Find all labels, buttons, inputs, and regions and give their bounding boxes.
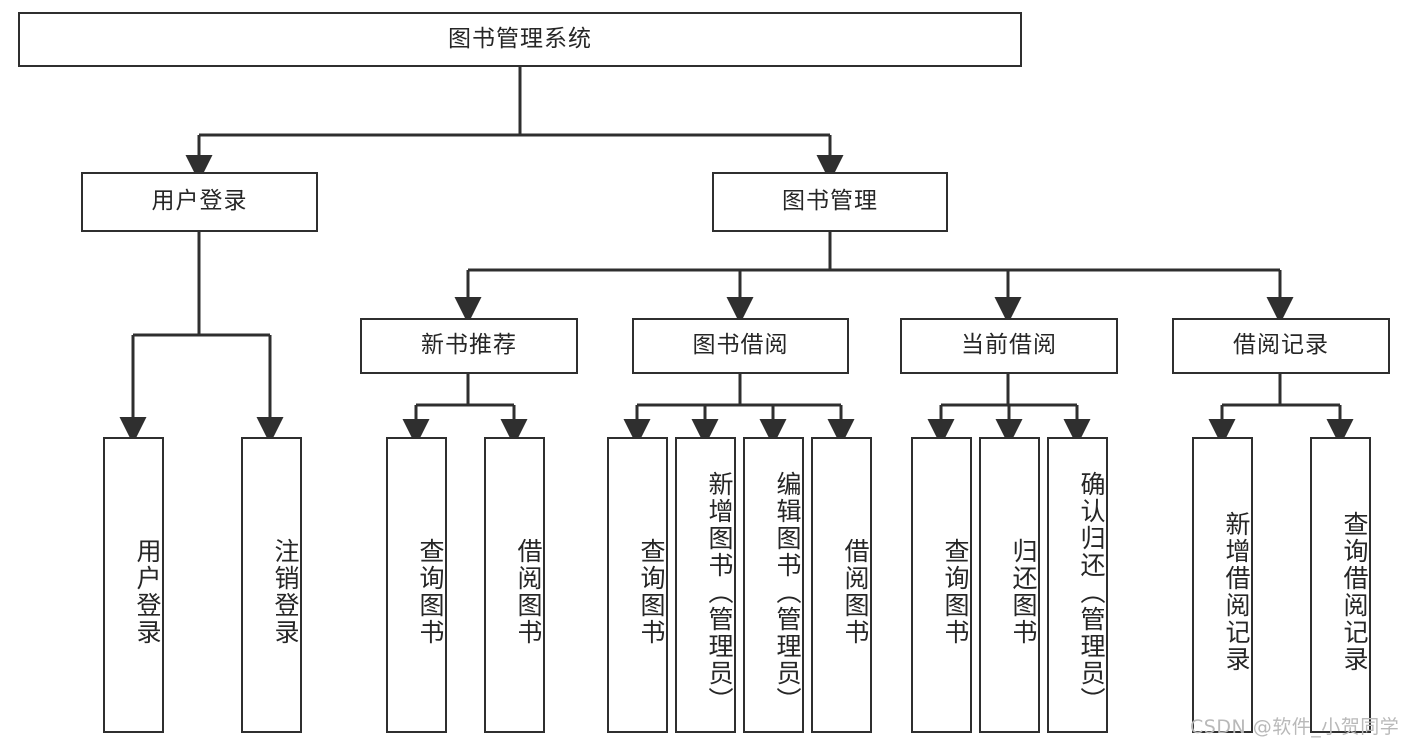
node-new-book-recommend-label: 新书推荐 (421, 332, 517, 359)
leaf-label: 注销登录 (271, 538, 300, 646)
node-book-management-label: 图书管理 (782, 188, 878, 215)
leaf-current-query-book[interactable]: 查询图书 (911, 437, 972, 733)
leaf-new-book-query[interactable]: 查询图书 (386, 437, 447, 733)
leaf-borrow-add-book[interactable]: 新增图书（管理员） (675, 437, 736, 733)
node-root-label: 图书管理系统 (448, 25, 592, 52)
leaf-label: 查询借阅记录 (1340, 511, 1369, 673)
leaf-label: 查询图书 (941, 538, 970, 646)
leaf-borrow-edit-book[interactable]: 编辑图书（管理员） (743, 437, 804, 733)
leaf-record-add[interactable]: 新增借阅记录 (1192, 437, 1253, 733)
leaf-label: 归还图书 (1009, 538, 1038, 646)
node-user-login[interactable]: 用户登录 (81, 172, 318, 232)
leaf-label: 借阅图书 (841, 538, 870, 646)
leaf-current-confirm-return[interactable]: 确认归还（管理员） (1047, 437, 1108, 733)
node-book-borrow[interactable]: 图书借阅 (632, 318, 849, 374)
node-current-borrow-label: 当前借阅 (961, 332, 1057, 359)
node-root[interactable]: 图书管理系统 (18, 12, 1022, 67)
leaf-record-query[interactable]: 查询借阅记录 (1310, 437, 1371, 733)
leaf-borrow-query-book[interactable]: 查询图书 (607, 437, 668, 733)
leaf-label: 新增借阅记录 (1222, 511, 1251, 673)
node-new-book-recommend[interactable]: 新书推荐 (360, 318, 578, 374)
leaf-label: 查询图书 (416, 538, 445, 646)
node-book-management[interactable]: 图书管理 (712, 172, 948, 232)
leaf-label: 查询图书 (637, 538, 666, 646)
node-user-login-label: 用户登录 (151, 188, 248, 215)
node-borrow-record-label: 借阅记录 (1233, 332, 1329, 359)
leaf-user-login-logout[interactable]: 注销登录 (241, 437, 302, 733)
leaf-label: 编辑图书（管理员） (773, 470, 802, 714)
leaf-new-book-borrow[interactable]: 借阅图书 (484, 437, 545, 733)
watermark: CSDN @软件_小贺同学 (1190, 716, 1400, 738)
leaf-label: 借阅图书 (514, 538, 543, 646)
leaf-borrow-borrow-book[interactable]: 借阅图书 (811, 437, 872, 733)
leaf-user-login-login[interactable]: 用户登录 (103, 437, 164, 733)
leaf-label: 用户登录 (133, 538, 162, 646)
leaf-current-return-book[interactable]: 归还图书 (979, 437, 1040, 733)
node-borrow-record[interactable]: 借阅记录 (1172, 318, 1390, 374)
node-book-borrow-label: 图书借阅 (692, 332, 789, 359)
leaf-label: 确认归还（管理员） (1077, 470, 1106, 714)
leaf-label: 新增图书（管理员） (705, 470, 734, 714)
node-current-borrow[interactable]: 当前借阅 (900, 318, 1118, 374)
